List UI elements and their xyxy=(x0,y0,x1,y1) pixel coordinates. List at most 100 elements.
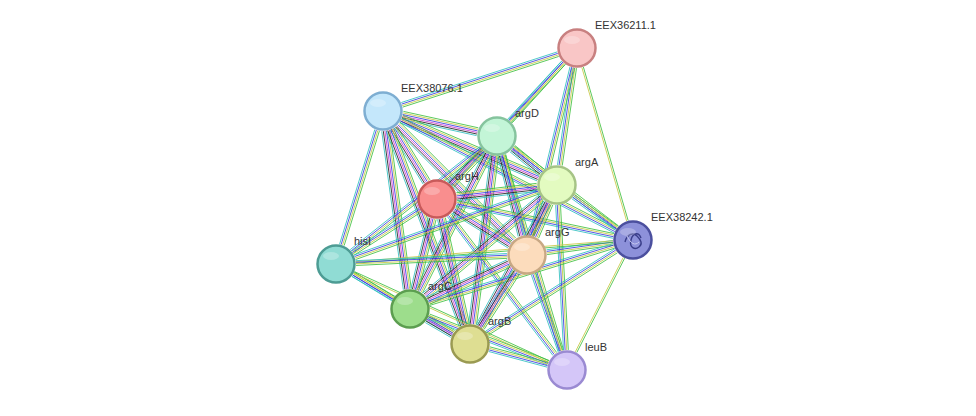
interaction-edge xyxy=(531,273,562,352)
protein-label: argA xyxy=(575,156,598,168)
evidence-line xyxy=(356,255,507,262)
node-sheen xyxy=(484,124,500,132)
evidence-line xyxy=(341,130,376,245)
evidence-line xyxy=(426,321,451,336)
node-sheen xyxy=(554,358,570,366)
evidence-line xyxy=(425,323,450,338)
evidence-line xyxy=(512,149,616,229)
evidence-line xyxy=(354,273,549,362)
node-disc xyxy=(365,93,402,130)
protein-label: argH xyxy=(455,170,479,182)
evidence-line xyxy=(533,274,560,351)
evidence-line xyxy=(529,67,570,235)
evidence-line xyxy=(352,209,419,252)
evidence-line xyxy=(353,210,420,253)
node-circle xyxy=(507,235,547,275)
protein-node: leuB xyxy=(547,350,587,390)
interaction-edge xyxy=(489,347,549,367)
interaction-edge xyxy=(476,201,551,329)
evidence-line xyxy=(403,115,540,173)
protein-label: EEX38242.1 xyxy=(651,211,713,223)
evidence-line xyxy=(356,242,613,263)
node-circle xyxy=(417,179,457,219)
evidence-line xyxy=(388,130,410,288)
node-sheen xyxy=(620,228,636,236)
evidence-line xyxy=(483,273,518,328)
evidence-line xyxy=(575,195,619,227)
evidence-line xyxy=(352,276,452,335)
node-disc xyxy=(539,167,576,204)
evidence-line xyxy=(403,56,559,107)
interaction-edge xyxy=(426,260,510,305)
node-disc xyxy=(419,181,456,218)
interaction-edge xyxy=(456,183,537,200)
protein-node: hisI xyxy=(316,244,356,284)
protein-label: leuB xyxy=(585,341,607,353)
evidence-line xyxy=(340,129,375,244)
node-sheen xyxy=(544,173,560,181)
node-circle xyxy=(613,220,653,260)
evidence-line xyxy=(511,150,615,230)
evidence-line xyxy=(534,274,561,351)
interaction-edge xyxy=(477,270,519,330)
node-circle xyxy=(557,28,597,68)
node-sheen xyxy=(457,332,473,340)
node-sheen xyxy=(564,36,580,44)
evidence-line xyxy=(427,261,508,298)
node-circle xyxy=(390,289,430,329)
evidence-line xyxy=(430,314,550,361)
evidence-line xyxy=(572,199,616,231)
protein-node: argD xyxy=(477,116,517,156)
evidence-line xyxy=(428,263,509,300)
evidence-line xyxy=(573,197,617,229)
node-disc xyxy=(615,222,652,259)
interaction-edge xyxy=(356,254,507,266)
node-disc xyxy=(559,30,596,67)
evidence-line xyxy=(531,67,572,235)
evidence-line xyxy=(354,212,421,255)
evidence-line xyxy=(489,350,547,366)
interaction-edge xyxy=(354,272,549,363)
structure-sketch xyxy=(627,236,639,244)
evidence-line xyxy=(427,320,452,335)
evidence-line xyxy=(428,264,509,301)
interaction-edge xyxy=(529,67,574,236)
node-disc xyxy=(509,237,546,274)
evidence-line xyxy=(574,196,618,228)
evidence-line xyxy=(536,273,563,350)
evidence-line xyxy=(356,257,507,264)
evidence-line xyxy=(354,274,454,333)
node-circle xyxy=(450,324,490,364)
evidence-line xyxy=(489,351,547,367)
evidence-line xyxy=(577,258,625,352)
evidence-line xyxy=(582,67,627,221)
node-circle xyxy=(363,91,403,131)
protein-label: argD xyxy=(515,107,539,119)
protein-label: hisI xyxy=(354,235,371,247)
evidence-line xyxy=(411,217,428,288)
protein-label: argB xyxy=(488,315,511,327)
evidence-line xyxy=(450,150,482,184)
evidence-line xyxy=(490,348,548,364)
evidence-line xyxy=(480,271,515,326)
evidence-line xyxy=(575,257,623,351)
interaction-edge xyxy=(572,195,618,230)
node-disc xyxy=(392,291,429,328)
protein-node: argC xyxy=(390,289,430,329)
node-disc xyxy=(479,118,516,155)
interaction-edge xyxy=(352,272,454,336)
protein-label: EEX36211.1 xyxy=(595,19,656,31)
protein-label: EEX38076.1 xyxy=(401,82,463,94)
node-disc xyxy=(549,352,586,389)
node-sheen xyxy=(370,99,386,107)
protein-node: argH xyxy=(417,179,457,219)
interaction-edge xyxy=(546,240,613,254)
evidence-line xyxy=(343,130,378,245)
interaction-edge xyxy=(428,314,549,365)
evidence-line xyxy=(414,218,431,289)
evidence-line xyxy=(531,275,558,352)
evidence-line xyxy=(484,274,519,329)
node-circle xyxy=(477,116,517,156)
evidence-line xyxy=(353,275,453,334)
node-sheen xyxy=(424,187,440,195)
